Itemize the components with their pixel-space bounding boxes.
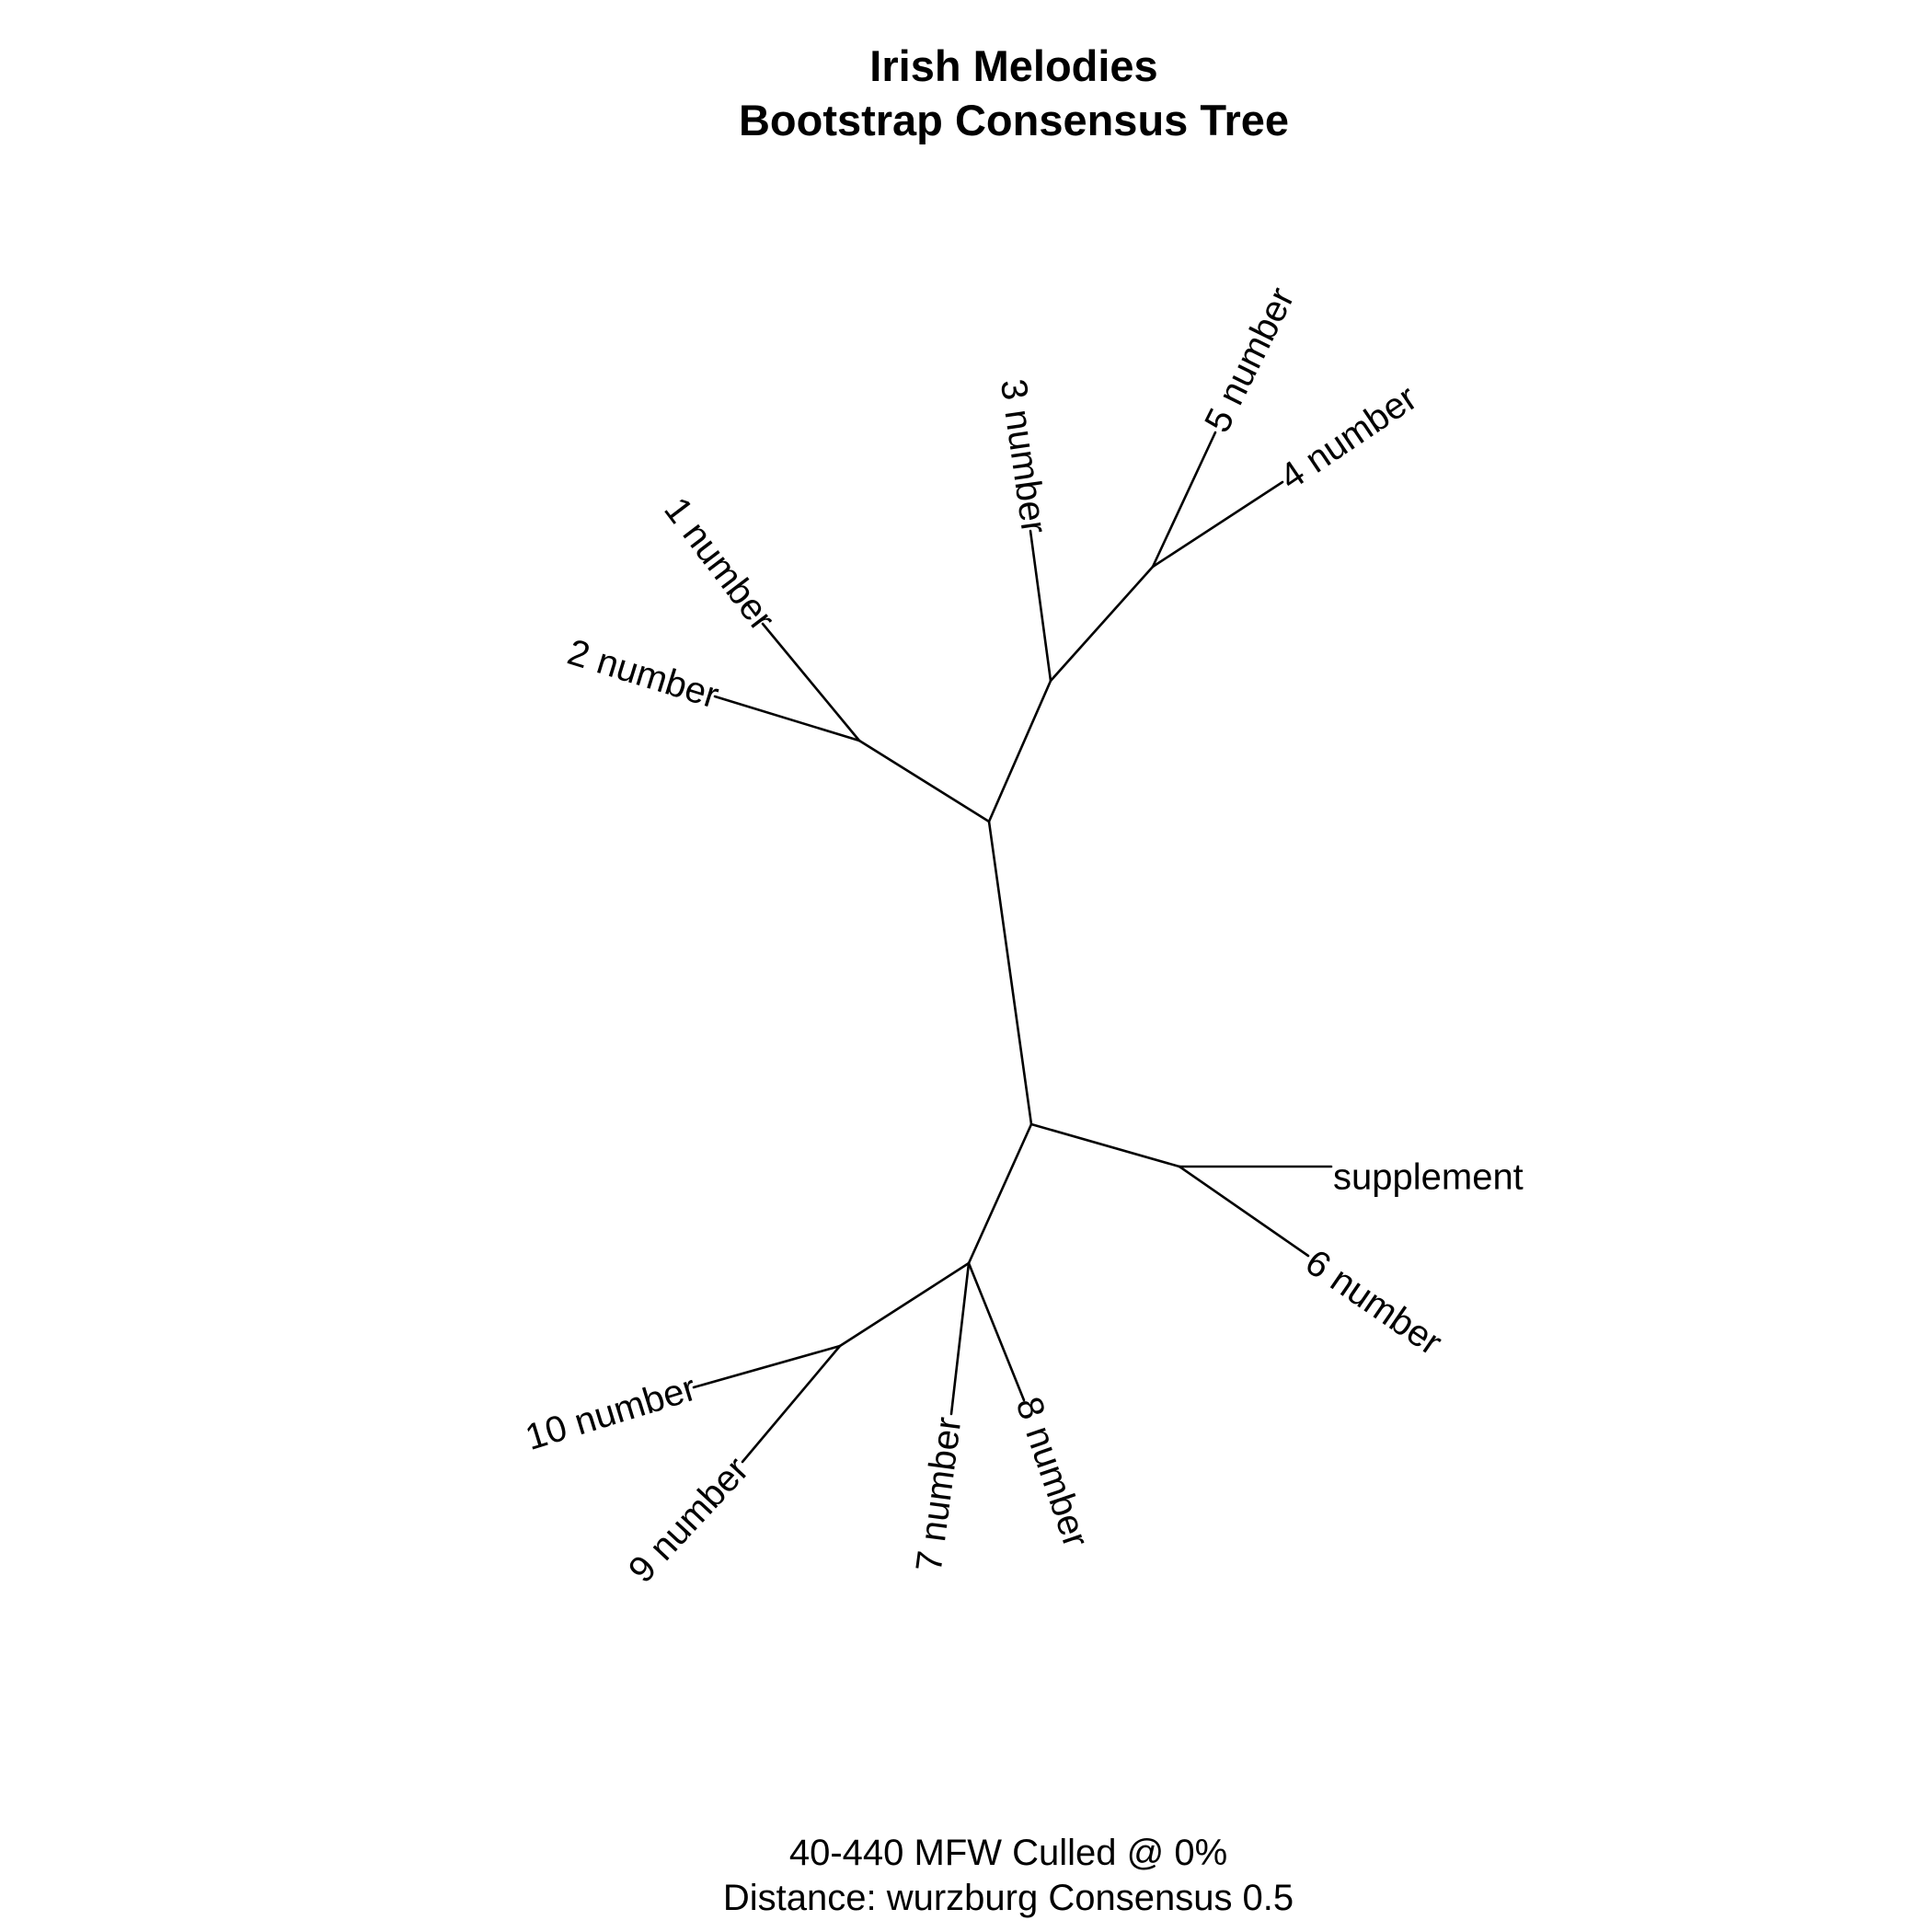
tree-branch [1151,431,1217,569]
tree-branch [987,820,1033,1126]
tip-label: supplement [1333,1157,1524,1198]
tree-branch [967,1261,1026,1402]
tree-branch [1151,480,1284,569]
footer-line-1: 40-440 MFW Culled @ 0% [789,1833,1227,1873]
tree-branch [838,1261,971,1348]
tree-branch [713,695,861,742]
tree-branch [967,1122,1033,1265]
tree-branch [1178,1165,1310,1258]
tree-branch [857,739,991,823]
tree-branches [692,431,1333,1464]
tree-branch [761,622,861,742]
tree-branch [987,679,1052,823]
footer-line-2: Distance: wurzburg Consensus 0.5 [723,1878,1294,1918]
tree-branch [1029,529,1052,683]
tree-branch [1029,1122,1181,1168]
tree-branch [741,1344,842,1464]
title-line-1: Irish Melodies [869,41,1157,90]
title-line-2: Bootstrap Consensus Tree [739,96,1289,144]
tree-branch [1049,565,1155,683]
tree-branch [692,1344,842,1389]
tree-branch [949,1261,971,1416]
